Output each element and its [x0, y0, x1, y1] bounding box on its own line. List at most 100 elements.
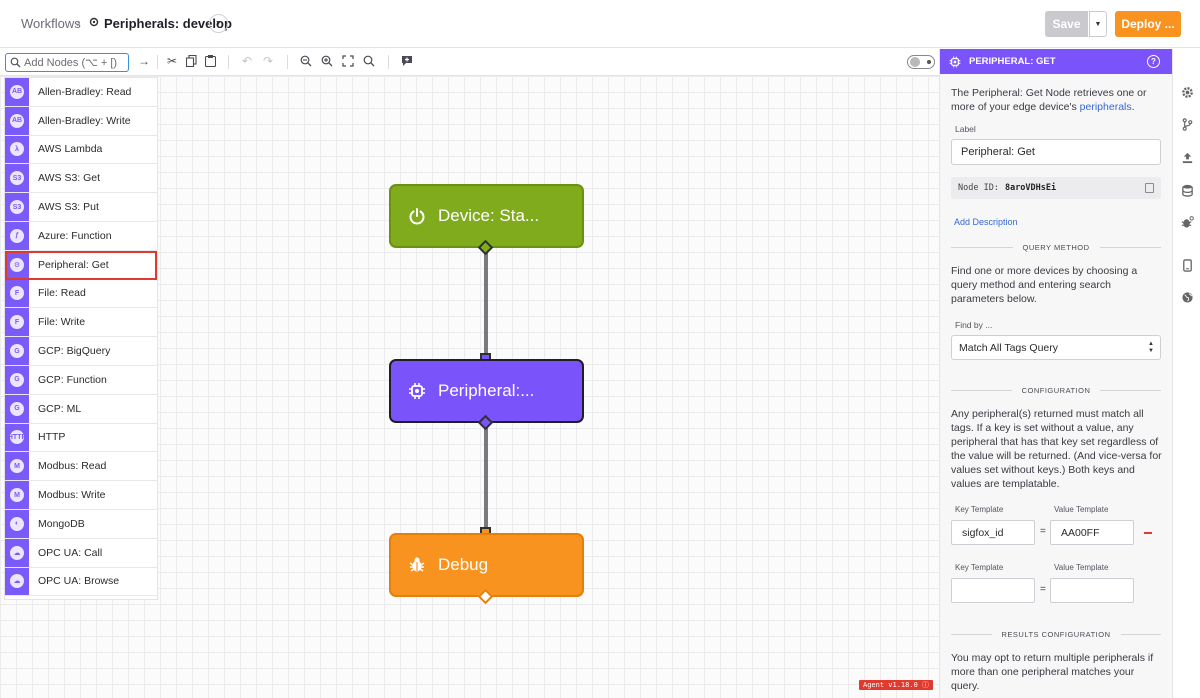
toggle-knob: [910, 57, 920, 67]
node-description: The Peripheral: Get Node retrieves one o…: [951, 86, 1163, 114]
toolbar-divider: [157, 55, 158, 69]
connection-wire[interactable]: [484, 423, 488, 535]
find-by-select[interactable]: Match All Tags Query ▲▼: [951, 335, 1161, 360]
node-type-icon: HTTP: [5, 423, 29, 452]
branch-icon[interactable]: [1180, 117, 1194, 131]
peripherals-link[interactable]: peripherals: [1079, 101, 1132, 113]
palette-item[interactable]: S3 AWS S3: Put: [5, 193, 157, 222]
palette-item[interactable]: ⚙Peripheral: Get: [5, 250, 157, 280]
fit-to-screen-icon[interactable]: [341, 54, 355, 68]
label-input[interactable]: Peripheral: Get: [951, 139, 1161, 165]
palette-item[interactable]: ☁OPC UA: Browse: [5, 567, 157, 597]
key-template-caption: Key Template: [955, 505, 1004, 514]
flow-node-device-state[interactable]: Device: Sta...: [389, 184, 584, 248]
zoom-out-icon[interactable]: [299, 54, 313, 68]
node-type-icon: ⚙: [5, 250, 29, 279]
copy-icon[interactable]: [184, 54, 198, 68]
upload-icon[interactable]: [1180, 150, 1194, 164]
palette-item-label: AWS S3: Put: [38, 201, 99, 214]
value-template-input[interactable]: [1050, 578, 1134, 603]
add-comment-icon[interactable]: [400, 54, 414, 68]
zoom-reset-icon[interactable]: [362, 54, 376, 68]
palette-item[interactable]: ☁OPC UA: Call: [5, 538, 157, 568]
node-type-glyph: G: [10, 344, 24, 359]
node-type-icon: ☁: [5, 567, 29, 596]
database-icon[interactable]: [1180, 183, 1194, 197]
node-type-glyph: ƒ: [10, 228, 24, 243]
copy-icon[interactable]: [1145, 183, 1154, 193]
palette-item-label: File: Write: [38, 316, 86, 329]
power-icon: [407, 206, 427, 226]
arrow-right-icon[interactable]: →: [138, 54, 150, 68]
flow-node-peripheral-get[interactable]: Peripheral:...: [389, 359, 584, 423]
debug-toggle[interactable]: [907, 55, 935, 69]
undo-icon[interactable]: ↶: [241, 54, 253, 68]
palette-item-label: GCP: BigQuery: [38, 345, 111, 358]
paste-icon[interactable]: [203, 54, 217, 68]
equals-sign: =: [1040, 584, 1046, 595]
bug-settings-icon[interactable]: [1180, 215, 1194, 229]
node-type-icon: G: [5, 365, 29, 394]
node-type-glyph: ☁: [10, 545, 24, 560]
node-label: Peripheral:...: [438, 381, 535, 400]
node-label: Device: Sta...: [438, 206, 540, 225]
workflow-name: Peripherals: develop: [104, 16, 232, 31]
node-type-icon: ƒ: [5, 221, 29, 250]
section-configuration: CONFIGURATION: [951, 384, 1162, 396]
agent-version-badge[interactable]: Agent v1.18.0 ⓘ: [859, 680, 934, 690]
add-description-link[interactable]: Add Description: [954, 217, 1018, 227]
node-type-icon: F: [5, 279, 29, 308]
device-icon[interactable]: [1180, 258, 1194, 272]
add-nodes-search[interactable]: [5, 53, 129, 72]
node-type-glyph: λ: [10, 142, 24, 157]
save-button[interactable]: Save: [1045, 11, 1088, 37]
node-type-icon: AB: [5, 106, 29, 135]
node-type-icon: S3: [5, 193, 29, 221]
configuration-text: Any peripheral(s) returned must match al…: [951, 408, 1162, 490]
remove-tag-icon[interactable]: [1141, 526, 1154, 539]
toolbar-divider: [388, 55, 389, 69]
gear-icon[interactable]: [1180, 85, 1194, 99]
find-by-value: Match All Tags Query: [959, 341, 1059, 354]
node-type-glyph: S3: [10, 200, 24, 215]
description-suffix: .: [1131, 101, 1135, 113]
flow-node-debug[interactable]: Debug: [389, 533, 584, 597]
palette-item[interactable]: G GCP: BigQuery: [5, 337, 157, 366]
deploy-button[interactable]: Deploy ...: [1115, 11, 1181, 37]
globe-icon[interactable]: [1180, 290, 1194, 304]
redo-icon[interactable]: ↷: [262, 54, 274, 68]
key-template-caption: Key Template: [955, 563, 1004, 572]
palette-item[interactable]: ◐MongoDB: [5, 509, 157, 539]
value-template-input[interactable]: AA00FF: [1050, 520, 1134, 545]
add-nodes-input[interactable]: [24, 55, 126, 70]
palette-item-label: Modbus: Read: [38, 460, 107, 473]
help-icon[interactable]: ?: [1147, 55, 1160, 68]
node-id-caption: Node ID:: [958, 183, 999, 193]
connection-wire[interactable]: [484, 248, 488, 360]
section-heading: RESULTS CONFIGURATION: [1001, 629, 1111, 639]
key-template-input[interactable]: [951, 578, 1035, 603]
save-options-chevron-down-icon[interactable]: ▼: [1089, 11, 1107, 37]
breadcrumb-workflows[interactable]: Workflows: [21, 16, 81, 31]
key-template-input[interactable]: sigfox_id: [951, 520, 1035, 545]
node-id-field: Node ID: 8aroVDHsEi: [951, 177, 1161, 199]
node-type-glyph: HTTP: [8, 430, 26, 445]
cut-icon[interactable]: ✂: [166, 54, 178, 68]
node-type-glyph: G: [10, 401, 24, 416]
palette-item-label: Modbus: Write: [38, 489, 106, 502]
workflow-menu-chevron-down-icon[interactable]: ▼: [209, 14, 228, 33]
zoom-in-icon[interactable]: [320, 54, 334, 68]
equals-sign: =: [1040, 526, 1046, 537]
